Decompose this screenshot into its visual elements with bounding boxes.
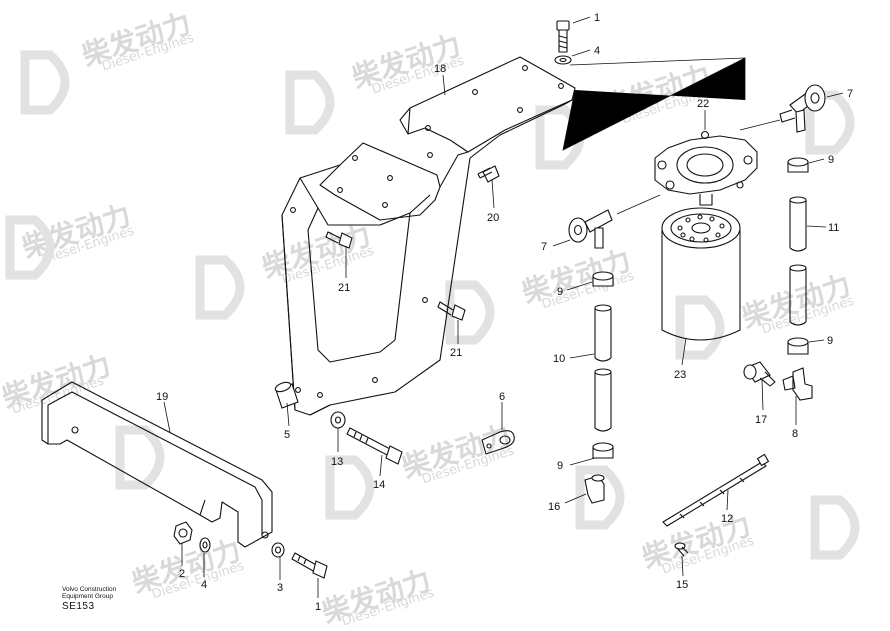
bolt-21-lower (437, 301, 466, 321)
bolt-14 (346, 427, 403, 465)
clip-6 (481, 430, 515, 455)
bolt-20 (477, 165, 500, 183)
callout-11: 11 (828, 222, 839, 234)
nut-2 (173, 521, 193, 545)
banjo-fitting-7-right (779, 84, 826, 133)
callout-8: 8 (792, 428, 798, 440)
callout-9-upper-right: 9 (828, 154, 834, 166)
watermark-logo-marks (5, 50, 860, 560)
callout-9-lower-right: 9 (827, 335, 833, 347)
callout-20: 20 (487, 212, 499, 224)
callout-1-bottom: 1 (315, 601, 321, 613)
elbow-fitting-16 (584, 474, 605, 504)
callout-17: 17 (755, 414, 767, 426)
washer-3 (271, 542, 285, 558)
elbow-8 (782, 367, 813, 401)
hose-clamp-9-upper-right (787, 157, 809, 173)
hose-11 (789, 196, 807, 326)
washer-4-bottom (199, 537, 211, 553)
callout-13: 13 (331, 456, 343, 468)
callout-2: 2 (179, 568, 185, 580)
callout-7-right: 7 (847, 88, 853, 100)
bolt-21-upper (325, 231, 353, 249)
callout-5: 5 (284, 429, 290, 441)
mounting-bracket-18 (281, 56, 576, 416)
washer-4-top (554, 55, 572, 65)
hose-clamp-9-upper-left (592, 271, 614, 287)
callout-3: 3 (277, 582, 283, 594)
callout-12: 12 (721, 513, 733, 525)
callout-19: 19 (156, 391, 168, 403)
cable-tie-12 (662, 453, 770, 527)
callout-labels: 1 4 18 7 22 9 20 11 7 21 9 21 9 10 23 19… (156, 12, 853, 613)
callout-10: 10 (553, 353, 565, 365)
callout-9-lower-left: 9 (557, 460, 563, 472)
hose-clamp-9-lower-left (592, 442, 614, 459)
callout-15: 15 (676, 579, 688, 591)
hose-10 (594, 304, 612, 432)
banjo-fitting-7-left (568, 209, 613, 249)
callout-7-left: 7 (541, 241, 547, 253)
callout-6: 6 (499, 391, 505, 403)
callout-4-top: 4 (594, 45, 600, 57)
hose-clamp-9-lower-right (787, 337, 809, 355)
callout-1-top: 1 (594, 12, 600, 24)
spacer-5 (274, 381, 299, 409)
footer-diagram-code: SE153 (62, 601, 95, 612)
filter-head-22 (654, 130, 758, 206)
callout-leaders (163, 16, 844, 598)
screw-15 (674, 542, 689, 557)
callout-22: 22 (697, 98, 709, 110)
filter-cartridge-23 (661, 207, 741, 341)
support-bracket-19 (41, 381, 273, 548)
footer-company-name: Volvo Construction Equipment Group (62, 586, 117, 600)
connection-lines (562, 57, 781, 215)
callout-16: 16 (548, 501, 560, 513)
callout-23: 23 (674, 369, 686, 381)
callout-14: 14 (373, 479, 385, 491)
callout-21-upper: 21 (338, 282, 350, 294)
bolt-1-top (556, 20, 570, 53)
callout-4-bottom: 4 (201, 579, 207, 591)
adapter-17 (743, 361, 776, 387)
washer-13 (330, 411, 346, 429)
callout-21-lower: 21 (450, 347, 462, 359)
bolt-1-bottom (291, 552, 328, 579)
callout-18: 18 (434, 63, 446, 75)
callout-9-upper-left: 9 (557, 286, 563, 298)
